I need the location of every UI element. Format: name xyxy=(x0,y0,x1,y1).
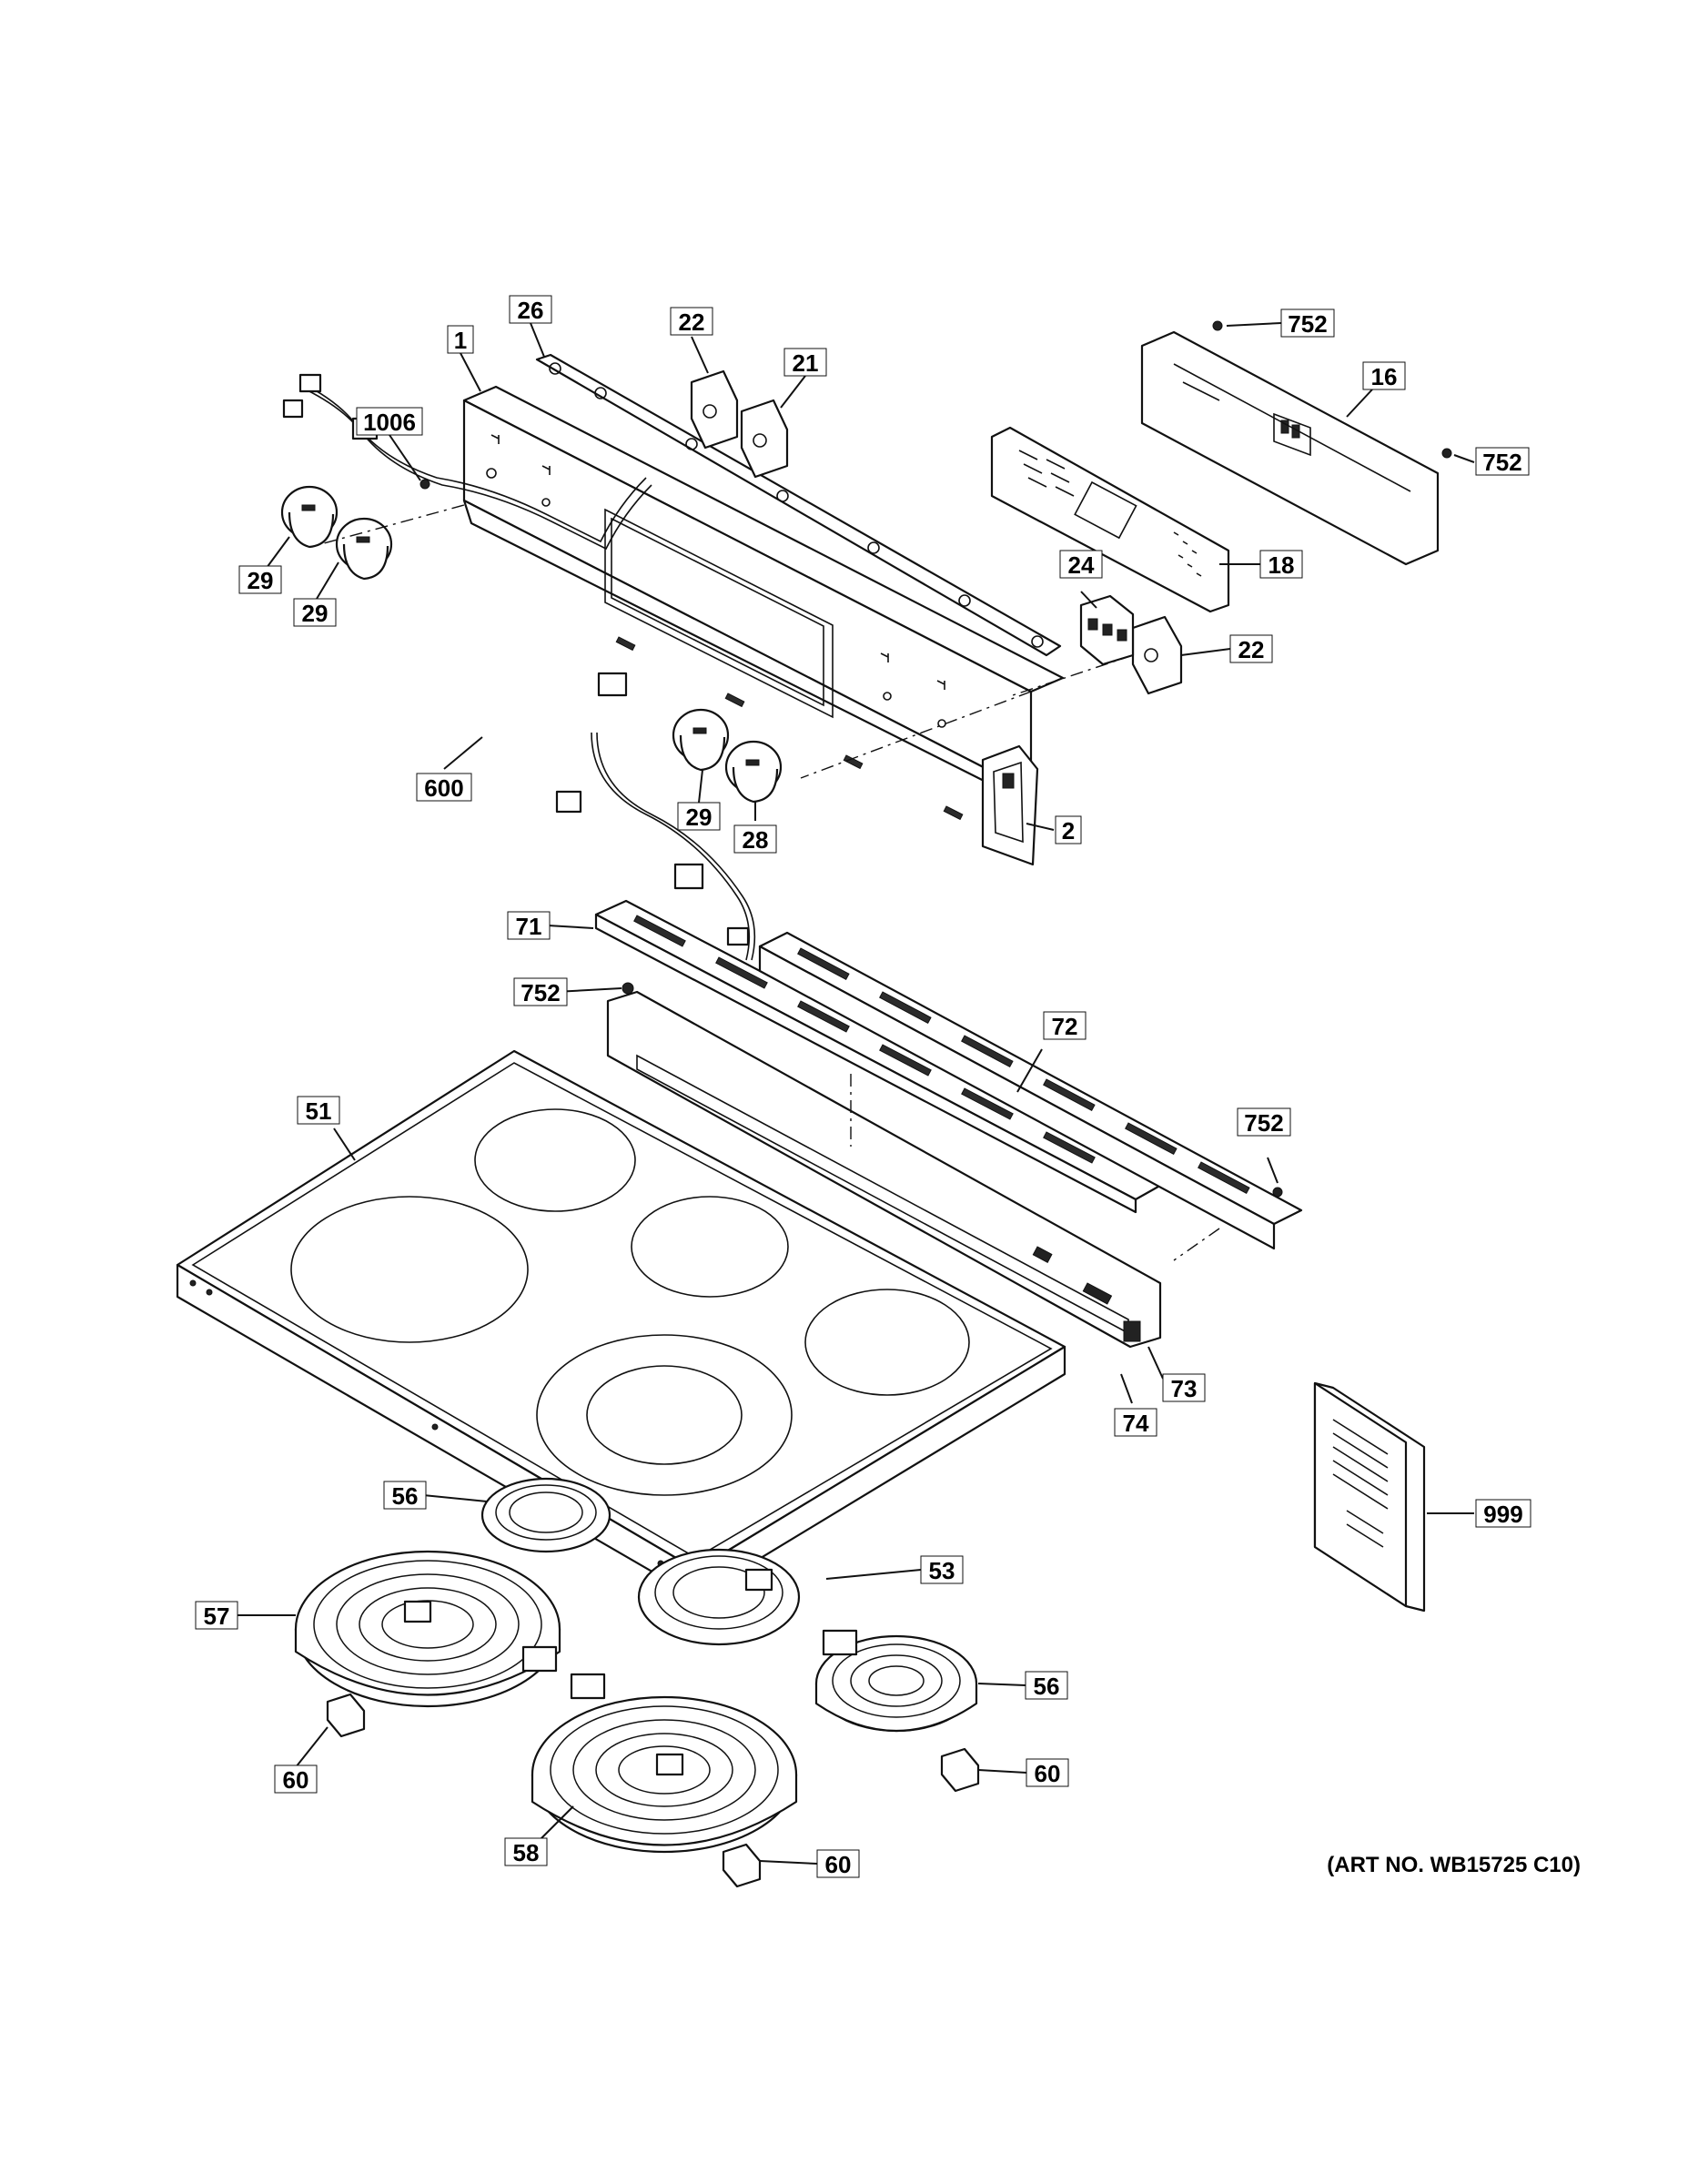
callout-1006: 1006 xyxy=(356,407,423,436)
svg-text:22: 22 xyxy=(679,308,705,336)
control-panel-backsplash xyxy=(462,385,1065,866)
callout-22-right: 22 xyxy=(1229,634,1273,663)
element-bracket-left xyxy=(326,1693,366,1738)
callout-29-b: 29 xyxy=(293,598,337,627)
infinite-switch-21 xyxy=(740,399,789,479)
svg-text:29: 29 xyxy=(248,567,274,594)
rear-bracket xyxy=(535,353,1062,657)
infinite-switch-22-top xyxy=(690,369,739,450)
callout-21: 21 xyxy=(783,348,827,377)
svg-text:22: 22 xyxy=(1238,636,1265,663)
svg-text:53: 53 xyxy=(929,1557,955,1584)
radiant-element-56-rear xyxy=(480,1477,612,1553)
infinite-switch-22-right xyxy=(1131,615,1183,695)
leader-lines xyxy=(235,322,1475,1865)
radiant-element-53 xyxy=(637,1548,801,1646)
svg-text:56: 56 xyxy=(1034,1673,1060,1700)
screw-icon xyxy=(1441,448,1452,459)
callout-752-c: 752 xyxy=(513,977,568,1006)
vent-trim-72 xyxy=(758,931,1303,1250)
callout-29-a: 29 xyxy=(238,565,282,594)
vent-trim-71 xyxy=(594,899,1167,1214)
svg-text:1: 1 xyxy=(454,327,467,354)
svg-text:60: 60 xyxy=(283,1766,309,1794)
callout-26: 26 xyxy=(509,295,552,324)
svg-text:72: 72 xyxy=(1052,1013,1078,1040)
membrane-keypad xyxy=(990,426,1230,613)
svg-text:16: 16 xyxy=(1371,363,1398,390)
element-bracket-right xyxy=(940,1747,980,1793)
screw-icon xyxy=(622,982,634,995)
terminal-block xyxy=(1079,594,1135,666)
callout-57: 57 xyxy=(195,1601,238,1630)
owners-literature xyxy=(1313,1381,1426,1613)
callout-28: 28 xyxy=(733,824,777,854)
callout-74: 74 xyxy=(1114,1408,1157,1437)
callout-60-left: 60 xyxy=(274,1764,318,1794)
svg-text:29: 29 xyxy=(302,600,329,627)
callout-60-right: 60 xyxy=(1026,1758,1069,1787)
svg-text:752: 752 xyxy=(1244,1109,1283,1137)
callout-72: 72 xyxy=(1043,1011,1087,1040)
callout-2: 2 xyxy=(1055,815,1082,844)
svg-text:51: 51 xyxy=(306,1097,332,1125)
callout-51: 51 xyxy=(297,1096,340,1125)
svg-text:60: 60 xyxy=(1035,1760,1061,1787)
art-number: (ART NO. WB15725 C10) xyxy=(1327,1853,1581,1877)
svg-text:60: 60 xyxy=(825,1851,852,1878)
svg-text:2: 2 xyxy=(1062,817,1075,844)
svg-text:752: 752 xyxy=(1482,449,1521,476)
svg-text:74: 74 xyxy=(1123,1410,1149,1437)
svg-text:71: 71 xyxy=(516,913,542,940)
svg-text:999: 999 xyxy=(1483,1501,1522,1528)
callout-58: 58 xyxy=(504,1837,548,1866)
element-bracket-bottom xyxy=(722,1843,762,1888)
rear-rail xyxy=(606,990,1162,1349)
radiant-element-56-front xyxy=(814,1629,978,1733)
control-knob-left-2 xyxy=(335,517,393,581)
svg-text:29: 29 xyxy=(686,804,713,831)
callout-999: 999 xyxy=(1475,1499,1531,1528)
glass-cooktop xyxy=(176,1049,1066,1599)
svg-text:28: 28 xyxy=(743,826,769,854)
control-knob-left-1 xyxy=(280,485,339,549)
endcap-bracket xyxy=(981,744,1039,866)
callout-18: 18 xyxy=(1259,550,1303,579)
callout-29-c: 29 xyxy=(677,802,721,831)
control-knob-center-1 xyxy=(672,708,730,772)
callout-24: 24 xyxy=(1059,550,1103,579)
callout-71: 71 xyxy=(507,911,551,940)
screw-icon xyxy=(419,479,430,490)
control-knob-center-2 xyxy=(724,740,783,804)
callout-53: 53 xyxy=(920,1555,964,1584)
screw-icon xyxy=(1212,320,1223,331)
svg-text:752: 752 xyxy=(521,979,560,1006)
svg-text:26: 26 xyxy=(518,297,544,324)
svg-text:56: 56 xyxy=(392,1482,419,1510)
callout-1: 1 xyxy=(447,325,474,354)
callout-752-b: 752 xyxy=(1475,447,1530,476)
svg-text:1006: 1006 xyxy=(363,409,416,436)
svg-text:73: 73 xyxy=(1171,1375,1198,1402)
callout-22-top: 22 xyxy=(670,307,713,336)
callout-56-front: 56 xyxy=(1025,1671,1068,1700)
callout-16: 16 xyxy=(1362,361,1406,390)
svg-text:58: 58 xyxy=(513,1839,540,1866)
callout-752-d: 752 xyxy=(1237,1107,1291,1137)
radiant-element-57 xyxy=(294,1550,561,1708)
svg-text:57: 57 xyxy=(204,1603,230,1630)
callout-752-a: 752 xyxy=(1280,308,1335,338)
svg-text:21: 21 xyxy=(793,349,819,377)
svg-text:752: 752 xyxy=(1288,310,1327,338)
radiant-element-58 xyxy=(531,1673,798,1854)
callout-600: 600 xyxy=(416,773,472,802)
callout-73: 73 xyxy=(1162,1373,1206,1402)
svg-text:24: 24 xyxy=(1068,551,1095,579)
callout-56-rear: 56 xyxy=(383,1481,427,1510)
control-board xyxy=(1140,330,1440,566)
svg-text:18: 18 xyxy=(1269,551,1295,579)
callout-60-bottom: 60 xyxy=(816,1849,860,1878)
svg-text:600: 600 xyxy=(424,774,463,802)
